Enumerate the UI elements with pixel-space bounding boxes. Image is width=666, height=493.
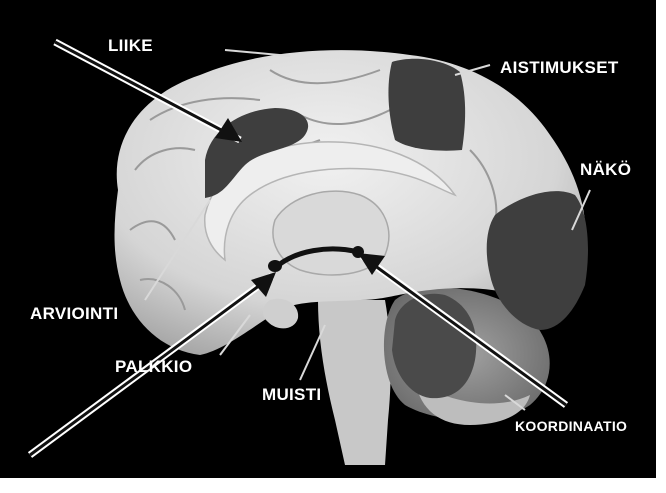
label-koordinaatio: KOORDINAATIO xyxy=(515,418,627,434)
label-palkkio: PALKKIO xyxy=(115,357,192,377)
label-liike: LIIKE xyxy=(108,36,153,56)
pathway-node-left xyxy=(268,260,282,272)
region-aistimukset xyxy=(388,59,465,151)
label-muisti: MUISTI xyxy=(262,385,321,405)
label-aistimukset: AISTIMUKSET xyxy=(500,58,619,78)
label-arviointi: ARVIOINTI xyxy=(30,304,118,324)
label-nako: NÄKÖ xyxy=(580,160,631,180)
